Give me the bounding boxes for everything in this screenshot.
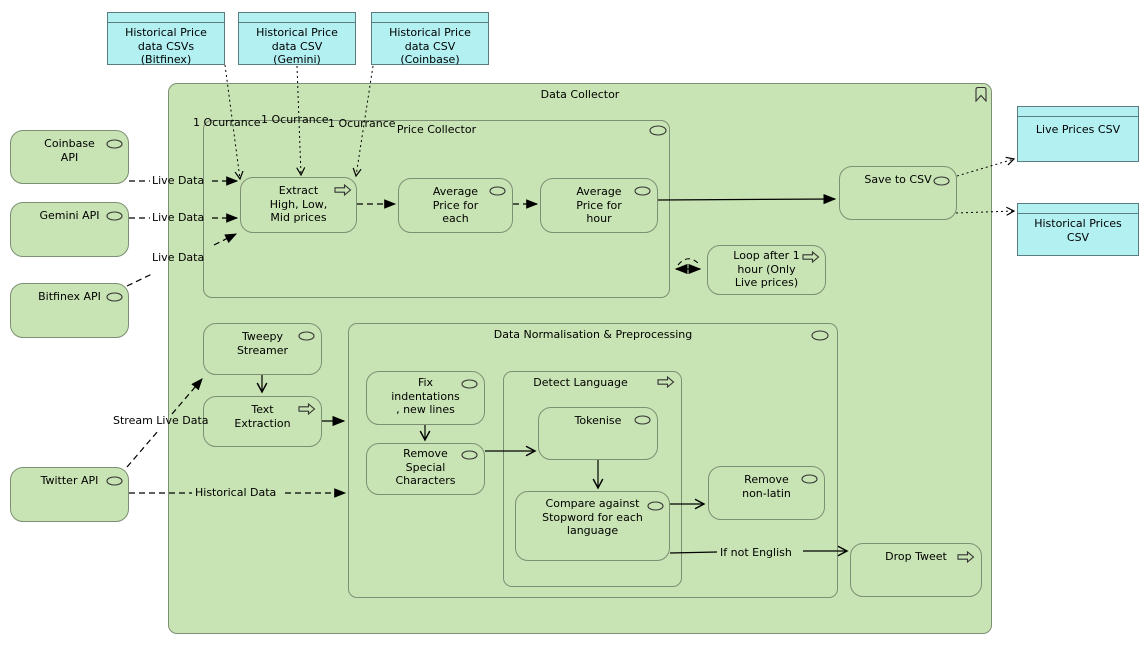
data-object-historical-bitfinex[interactable]: Historical Price data CSVs (Bitfinex) — [107, 12, 225, 66]
edge-label-ocurrance-3: 1 Ocurrance — [328, 117, 396, 130]
node-gemini-api[interactable]: Gemini API — [10, 202, 129, 257]
service-icon — [647, 501, 664, 511]
node-twitter-api[interactable]: Twitter API — [10, 467, 129, 522]
node-label: Twitter API — [40, 474, 99, 487]
node-label: Average Price for hour — [576, 185, 622, 225]
container-detect-language-title: Detect Language — [533, 376, 628, 389]
process-icon — [298, 402, 316, 416]
service-icon — [801, 474, 818, 484]
edge-label-live-data-2: Live Data — [152, 211, 205, 224]
data-object-label: Historical Price data CSV (Gemini) — [256, 26, 338, 66]
edge-label-ocurrance-1: 1 Ocurrance — [193, 116, 261, 129]
node-label: Bitfinex API — [38, 290, 101, 303]
node-label: Tweepy Streamer — [236, 330, 289, 357]
node-label: Coinbase API — [44, 137, 95, 164]
process-icon — [334, 183, 352, 197]
edge-label-live-data-1: Live Data — [152, 174, 205, 187]
service-icon — [489, 186, 506, 196]
node-label: Loop after 1 hour (Only Live prices) — [733, 249, 800, 289]
node-label: Text Extraction — [234, 403, 291, 430]
node-bitfinex-api[interactable]: Bitfinex API — [10, 283, 129, 338]
node-remove-special-characters[interactable]: Remove Special Characters — [366, 443, 485, 495]
node-label: Extract High, Low, Mid prices — [269, 184, 328, 224]
node-loop-after-1-hour[interactable]: Loop after 1 hour (Only Live prices) — [707, 245, 826, 295]
node-label: Remove non-latin — [742, 473, 791, 500]
node-label: Save to CSV — [864, 173, 932, 186]
edge-label-historical-data: Historical Data — [195, 486, 277, 499]
node-compare-stopword[interactable]: Compare against Stopword for each langua… — [515, 491, 670, 561]
service-icon — [106, 211, 123, 221]
service-icon — [811, 330, 829, 341]
node-label: Tokenise — [574, 414, 622, 427]
data-object-band — [108, 13, 224, 23]
service-icon — [933, 176, 950, 186]
data-object-historical-coinbase[interactable]: Historical Price data CSV (Coinbase) — [371, 12, 489, 66]
data-object-band — [1018, 204, 1138, 214]
node-average-price-each[interactable]: Average Price for each — [398, 178, 513, 233]
data-object-label: Historical Price data CSVs (Bitfinex) — [125, 26, 207, 66]
process-icon — [802, 250, 820, 264]
node-tokenise[interactable]: Tokenise — [538, 407, 658, 460]
node-fix-indentations[interactable]: Fix indentations , new lines — [366, 371, 485, 425]
node-label: Average Price for each — [432, 185, 479, 225]
node-drop-tweet[interactable]: Drop Tweet — [850, 543, 982, 597]
data-object-band — [239, 13, 355, 23]
process-icon — [957, 550, 975, 564]
service-icon — [106, 139, 123, 149]
service-icon — [106, 292, 123, 302]
data-object-historical-gemini[interactable]: Historical Price data CSV (Gemini) — [238, 12, 356, 66]
edge-label-if-not-english: If not English — [720, 546, 792, 559]
node-label: Remove Special Characters — [395, 447, 456, 487]
service-icon — [461, 450, 478, 460]
container-price-collector-title: Price Collector — [396, 123, 477, 136]
data-object-historical-prices-csv[interactable]: Historical Prices CSV — [1017, 203, 1139, 256]
service-icon — [649, 125, 667, 136]
node-coinbase-api[interactable]: Coinbase API — [10, 130, 129, 184]
edge-label-live-data-3: Live Data — [152, 251, 205, 264]
node-text-extraction[interactable]: Text Extraction — [203, 396, 322, 447]
data-object-label: Historical Prices CSV — [1034, 217, 1122, 244]
node-remove-non-latin[interactable]: Remove non-latin — [708, 466, 825, 520]
node-label: Drop Tweet — [885, 550, 947, 563]
node-label: Gemini API — [39, 209, 100, 222]
node-tweepy-streamer[interactable]: Tweepy Streamer — [203, 323, 322, 375]
data-object-band — [1018, 107, 1138, 117]
process-icon — [657, 375, 675, 389]
data-object-label: Historical Price data CSV (Coinbase) — [389, 26, 471, 66]
container-data-collector-title: Data Collector — [540, 88, 620, 101]
edge-label-ocurrance-2: 1 Ocurrance — [261, 113, 329, 126]
bookmark-icon — [974, 86, 988, 103]
node-label: Fix indentations , new lines — [391, 376, 460, 416]
service-icon — [461, 379, 478, 389]
service-icon — [634, 186, 651, 196]
service-icon — [298, 331, 315, 341]
node-average-price-hour[interactable]: Average Price for hour — [540, 178, 658, 233]
edge-label-stream-live-data: Stream Live Data — [113, 414, 209, 427]
data-object-label: Live Prices CSV — [1035, 123, 1121, 136]
node-label: Compare against Stopword for each langua… — [542, 497, 643, 537]
container-data-normalisation-title: Data Normalisation & Preprocessing — [493, 328, 693, 341]
node-save-to-csv[interactable]: Save to CSV — [839, 166, 957, 220]
service-icon — [106, 476, 123, 486]
node-extract-prices[interactable]: Extract High, Low, Mid prices — [240, 177, 357, 233]
service-icon — [634, 415, 651, 425]
data-object-live-prices-csv[interactable]: Live Prices CSV — [1017, 106, 1139, 162]
data-object-band — [372, 13, 488, 23]
